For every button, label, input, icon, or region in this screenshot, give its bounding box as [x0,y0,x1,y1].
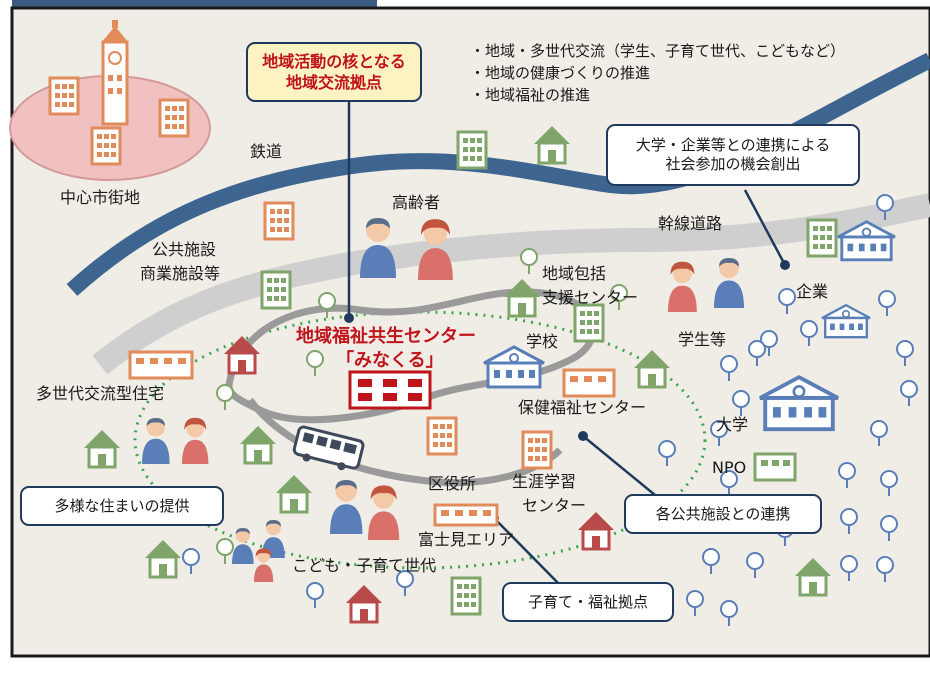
clock-tower-icon [101,20,129,126]
highway-road [92,193,930,375]
label-lifelong-2: センター [522,496,587,515]
core-hub-bullets: ・地域・多世代交流（学生、子育て世代、こどもなど） ・地域の健康づくりの推進 ・… [470,40,845,106]
label-ward-office: 区役所 [428,474,477,493]
callout-childcare-hub-text: 子育て・福祉拠点 [527,592,648,611]
callout-core-hub: 地域活動の核となる 地域交流拠点 [246,42,422,102]
callout-diverse-housing: 多様な住まいの提供 [20,486,224,526]
multigen-housing-building [128,350,194,380]
callout-public-collab: 各公共施設との連携 [624,494,822,534]
label-students: 学生等 [678,330,727,349]
bullet-item: ・地域・多世代交流（学生、子育て世代、こどもなど） [470,42,846,60]
label-lifelong-1: 生涯学習 [512,472,577,491]
label-city-center: 中心市街地 [60,188,141,207]
label-children-families: こども・子育て世代 [292,556,437,575]
label-public-facilities-2: 商業施設等 [140,264,221,283]
label-public-facilities-1: 公共施設 [152,240,217,259]
callout-diverse-housing-text: 多様な住まいの提供 [54,496,190,515]
label-community-support-2: 支援センター [542,288,639,307]
label-highway: 幹線道路 [658,214,723,233]
inner-road-loop [225,288,597,424]
callout-core-hub-line1: 地域活動の核となる [262,52,406,71]
center-title: 地域福祉共生センター [296,326,476,347]
callout-university-collab-line2: 社会参加の機会創出 [665,155,801,173]
label-elderly: 高齢者 [392,193,441,212]
callout-childcare-hub: 子育て・福祉拠点 [502,582,674,622]
label-company: 企業 [796,282,829,301]
center-nickname: 「みなくる」 [336,350,444,371]
label-health-center: 保健福祉センター [518,398,647,417]
label-fujimi-area: 富士見エリア [418,530,515,549]
header-bar [12,0,377,8]
bullet-item: ・地域の健康づくりの推進 [470,64,651,82]
bus-icon [292,425,365,471]
minakuru-building [348,370,432,410]
callout-university-collab-line1: 大学・企業等との連携による [635,136,831,154]
callout-university-collab: 大学・企業等との連携による 社会参加の機会創出 [606,124,860,186]
fujimi-building [433,503,499,527]
label-npo: NPO [712,458,747,477]
npo-building [753,452,797,482]
label-community-support-1: 地域包括 [542,264,607,283]
bullet-item: ・地域福祉の推進 [470,86,591,104]
label-school: 学校 [526,332,559,351]
callout-core-hub-line2: 地域交流拠点 [285,73,382,92]
label-university: 大学 [716,415,749,434]
label-multigen-housing: 多世代交流型住宅 [36,384,165,403]
label-railway: 鉄道 [250,142,283,161]
callout-public-collab-text: 各公共施設との連携 [655,504,791,523]
